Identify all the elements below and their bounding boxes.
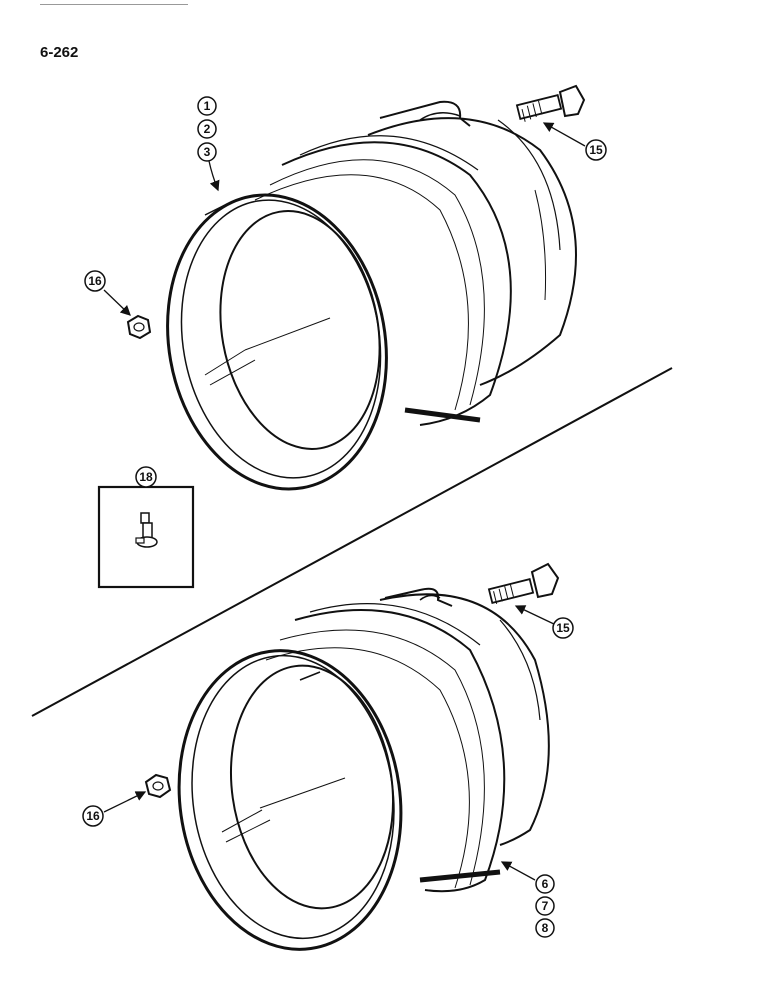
nut-lower xyxy=(144,773,172,799)
callout-16-lower: 16 xyxy=(82,805,104,827)
callout-8: 8 xyxy=(535,918,555,938)
callout-16-upper: 16 xyxy=(84,270,106,292)
section-divider xyxy=(31,367,673,717)
callout-6: 6 xyxy=(535,874,555,894)
header-rule xyxy=(40,4,188,5)
svg-text:1: 1 xyxy=(204,99,211,113)
svg-text:3: 3 xyxy=(204,145,211,159)
callout-15-upper: 15 xyxy=(585,139,607,161)
svg-text:15: 15 xyxy=(556,621,570,635)
svg-text:18: 18 xyxy=(139,470,153,484)
leader-lines xyxy=(103,122,586,881)
bolt-upper xyxy=(515,84,586,122)
bolt-lower xyxy=(487,562,560,604)
svg-text:8: 8 xyxy=(542,921,549,935)
svg-text:16: 16 xyxy=(88,274,102,288)
page-number: 6-262 xyxy=(40,44,79,61)
wheel-rim-lower xyxy=(177,587,550,951)
svg-text:2: 2 xyxy=(204,122,211,136)
svg-text:7: 7 xyxy=(542,899,549,913)
callout-7: 7 xyxy=(535,896,555,916)
valve-stem-icon xyxy=(135,512,158,548)
callout-18: 18 xyxy=(135,466,157,488)
callout-3: 3 xyxy=(197,142,217,162)
wheel-rim-upper xyxy=(166,100,577,491)
svg-text:6: 6 xyxy=(542,877,549,891)
svg-text:16: 16 xyxy=(86,809,100,823)
valve-stem-box xyxy=(97,485,195,589)
svg-text:15: 15 xyxy=(589,143,603,157)
callout-2: 2 xyxy=(197,119,217,139)
nut-upper xyxy=(126,314,152,340)
callout-15-lower: 15 xyxy=(552,617,574,639)
callout-1: 1 xyxy=(197,96,217,116)
